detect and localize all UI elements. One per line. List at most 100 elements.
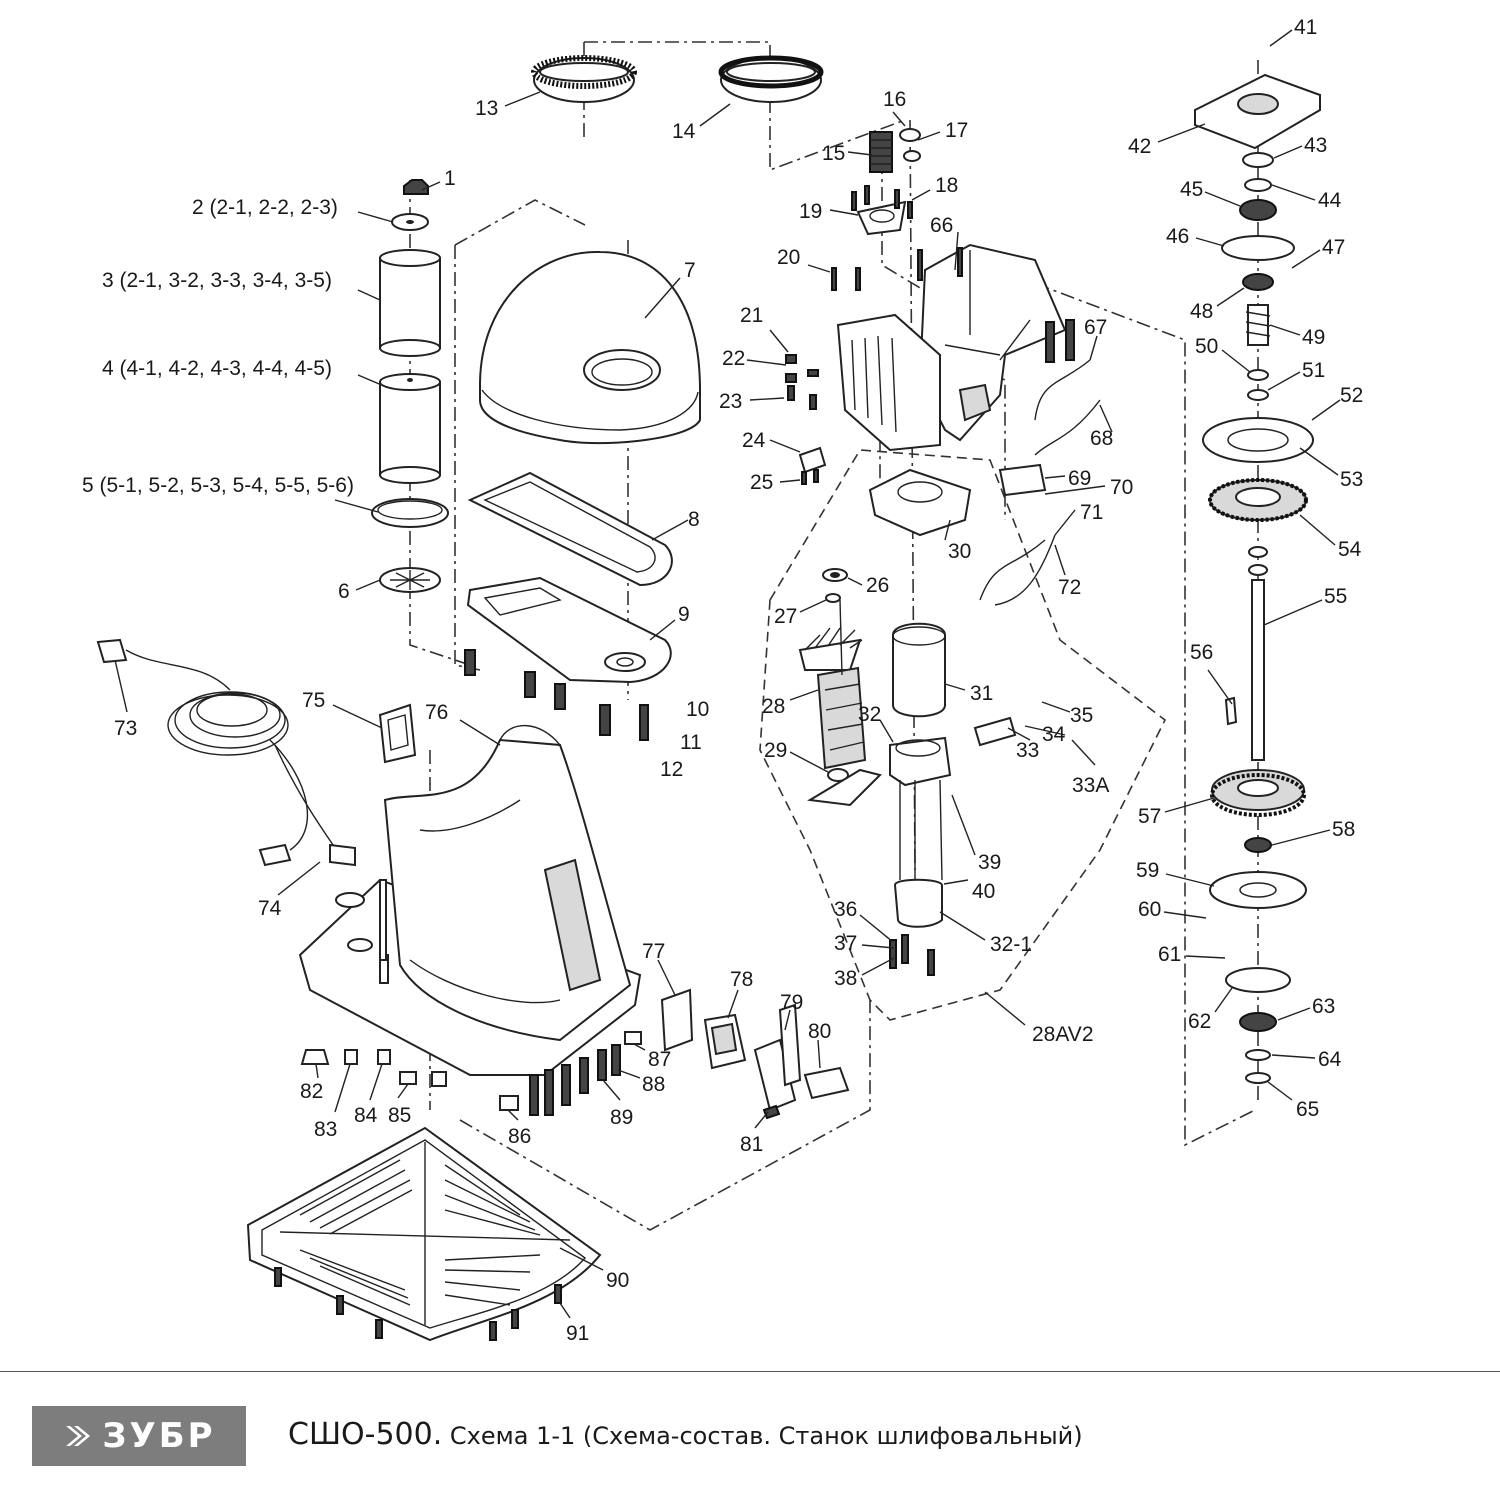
label-36: 36 bbox=[834, 898, 857, 921]
label-4: 4 (4-1, 4-2, 4-3, 4-4, 4-5) bbox=[102, 357, 332, 380]
label-56: 56 bbox=[1190, 641, 1213, 664]
label-63: 63 bbox=[1312, 995, 1335, 1018]
label-83: 83 bbox=[314, 1118, 337, 1141]
bottom-plate bbox=[246, 1126, 602, 1342]
label-23: 23 bbox=[719, 390, 742, 413]
label-16: 16 bbox=[883, 88, 906, 111]
base-fasteners bbox=[300, 1031, 642, 1116]
label-7: 7 bbox=[684, 259, 696, 282]
label-9: 9 bbox=[678, 603, 690, 626]
label-48: 48 bbox=[1190, 300, 1213, 323]
label-72: 72 bbox=[1058, 576, 1081, 599]
label-21: 21 bbox=[740, 304, 763, 327]
label-84: 84 bbox=[354, 1104, 378, 1127]
label-32-1: 32-1 bbox=[990, 933, 1032, 956]
label-32: 32 bbox=[858, 703, 881, 726]
label-46: 46 bbox=[1166, 225, 1189, 248]
brand-arrow-icon bbox=[66, 1426, 91, 1446]
label-59: 59 bbox=[1136, 859, 1159, 882]
label-52: 52 bbox=[1340, 384, 1363, 407]
label-78: 78 bbox=[730, 968, 753, 991]
label-15: 15 bbox=[822, 142, 845, 165]
model-number: СШО-500. bbox=[288, 1417, 443, 1452]
label-10: 10 bbox=[686, 698, 709, 721]
label-35: 35 bbox=[1070, 704, 1093, 727]
label-5: 5 (5-1, 5-2, 5-3, 5-4, 5-5, 5-6) bbox=[82, 474, 354, 497]
label-71: 71 bbox=[1080, 501, 1103, 524]
label-42: 42 bbox=[1128, 135, 1151, 158]
label-60: 60 bbox=[1138, 898, 1161, 921]
label-47: 47 bbox=[1322, 236, 1345, 259]
label-53: 53 bbox=[1340, 468, 1363, 491]
label-37: 37 bbox=[834, 932, 857, 955]
label-14: 14 bbox=[672, 120, 696, 143]
label-34: 34 bbox=[1042, 723, 1066, 746]
label-90: 90 bbox=[606, 1269, 629, 1292]
label-44: 44 bbox=[1318, 189, 1342, 212]
label-69: 69 bbox=[1068, 467, 1091, 490]
label-49: 49 bbox=[1302, 326, 1325, 349]
label-61: 61 bbox=[1158, 943, 1181, 966]
label-87: 87 bbox=[648, 1048, 671, 1071]
label-39: 39 bbox=[978, 851, 1001, 874]
label-57: 57 bbox=[1138, 805, 1161, 828]
label-85: 85 bbox=[388, 1104, 411, 1127]
label-77: 77 bbox=[642, 940, 665, 963]
brand-logo: ЗУБР bbox=[32, 1406, 246, 1466]
label-70: 70 bbox=[1110, 476, 1133, 499]
spindle-top bbox=[851, 128, 921, 236]
label-40: 40 bbox=[972, 880, 995, 903]
label-67: 67 bbox=[1084, 316, 1107, 339]
label-55: 55 bbox=[1324, 585, 1347, 608]
label-89: 89 bbox=[610, 1106, 633, 1129]
label-91: 91 bbox=[566, 1322, 589, 1345]
label-75: 75 bbox=[302, 689, 325, 712]
label-50: 50 bbox=[1195, 335, 1218, 358]
label-88: 88 bbox=[642, 1073, 665, 1096]
spindle-stack bbox=[1194, 73, 1321, 1084]
table-top bbox=[479, 250, 701, 445]
diagram-description: Схема 1-1 (Схема-состав. Станок шлифовал… bbox=[442, 1422, 1083, 1450]
label-28: 28 bbox=[762, 695, 785, 718]
label-25: 25 bbox=[750, 471, 773, 494]
label-18: 18 bbox=[935, 174, 958, 197]
label-65: 65 bbox=[1296, 1098, 1319, 1121]
label-6: 6 bbox=[338, 580, 350, 603]
label-33: 33 bbox=[1016, 739, 1039, 762]
label-20: 20 bbox=[777, 246, 800, 269]
label-2: 2 (2-1, 2-2, 2-3) bbox=[192, 196, 338, 219]
belt-13 bbox=[531, 55, 637, 103]
label-11: 11 bbox=[680, 731, 702, 754]
label-62: 62 bbox=[1188, 1010, 1211, 1033]
exploded-parts-diagram: 1 2 (2-1, 2-2, 2-3) 3 (2-1, 3-2, 3-3, 3-… bbox=[82, 16, 1363, 1345]
label-26: 26 bbox=[866, 574, 889, 597]
base-housing bbox=[298, 703, 642, 1076]
brand-name: ЗУБР bbox=[102, 1416, 216, 1456]
label-51: 51 bbox=[1302, 359, 1325, 382]
label-30: 30 bbox=[948, 540, 971, 563]
label-13: 13 bbox=[475, 97, 498, 120]
label-66: 66 bbox=[930, 214, 953, 237]
label-58: 58 bbox=[1332, 818, 1355, 841]
label-31: 31 bbox=[970, 682, 993, 705]
diagram-caption: СШО-500. Схема 1-1 (Схема-состав. Станок… bbox=[288, 1417, 1083, 1452]
label-27: 27 bbox=[774, 605, 797, 628]
label-29: 29 bbox=[764, 739, 787, 762]
label-45: 45 bbox=[1180, 178, 1203, 201]
dust-tray bbox=[464, 576, 672, 741]
label-80: 80 bbox=[808, 1020, 831, 1043]
motor-assembly bbox=[798, 468, 1017, 976]
label-24: 24 bbox=[742, 429, 766, 452]
leader-lines bbox=[114, 29, 1341, 1319]
switch-parts bbox=[660, 988, 850, 1120]
label-74: 74 bbox=[258, 897, 282, 920]
label-64: 64 bbox=[1318, 1048, 1342, 1071]
label-43: 43 bbox=[1304, 134, 1327, 157]
label-79: 79 bbox=[780, 991, 803, 1014]
wiring bbox=[979, 359, 1101, 606]
belt-14 bbox=[718, 55, 824, 103]
label-54: 54 bbox=[1338, 538, 1362, 561]
part-callouts: 1 2 (2-1, 2-2, 2-3) 3 (2-1, 3-2, 3-3, 3-… bbox=[82, 16, 1363, 1345]
label-76: 76 bbox=[425, 701, 448, 724]
label-81: 81 bbox=[740, 1133, 763, 1156]
